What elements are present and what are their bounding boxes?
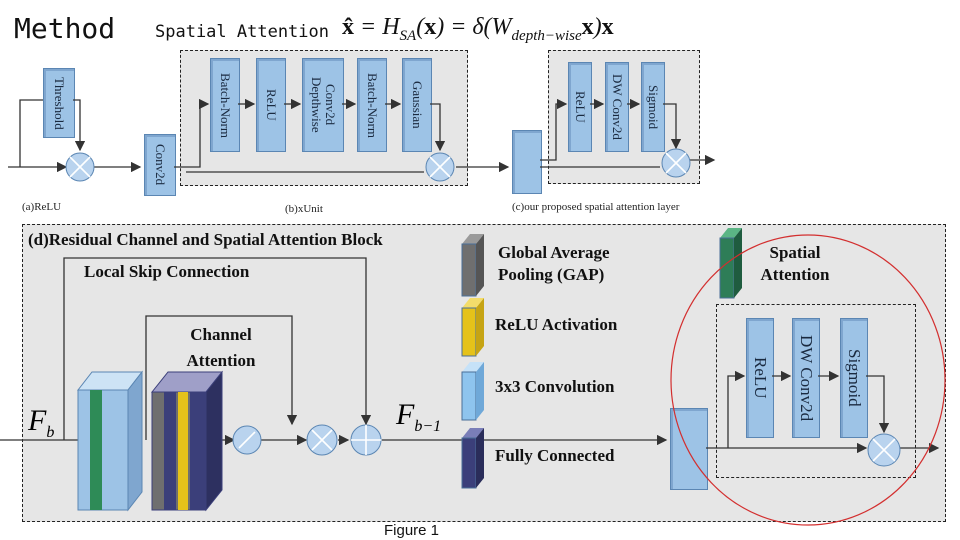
figure-caption: Figure 1: [384, 522, 440, 539]
sa-layer-caption: (c)our proposed spatial attention layer: [512, 201, 680, 213]
legend-fc-text: Fully Connected: [495, 446, 615, 465]
rcsab-title: (d)Residual Channel and Spatial Attentio…: [28, 230, 383, 249]
xunit-block-5: Gaussian: [402, 58, 432, 152]
relu-caption: (a)ReLU: [22, 201, 62, 213]
spatial-attention-formula: x̂ = HSA(x) = δ(Wdepth−wisex)x: [342, 14, 614, 44]
highlight-circle: [670, 234, 946, 526]
input-feature-label: Fb: [28, 404, 55, 441]
xunit-block-2: ReLU: [256, 58, 286, 152]
spatial-attention-heading: Spatial Attention: [155, 22, 329, 42]
xunit-block-1: Batch-Norm: [210, 58, 240, 152]
xunit-block-3: Conv2d Depthwise: [302, 58, 344, 152]
spatial-attention-inner-box: [716, 304, 916, 478]
legend-relu-text: ReLU Activation: [495, 315, 618, 334]
sa-input-block: [512, 130, 542, 194]
sa-block-dwconv: DW Conv2d: [792, 318, 820, 438]
slide-title: Method: [14, 12, 116, 45]
sa-top-block-3: Sigmoid: [641, 62, 665, 152]
sa-top-block-2: DW Conv2d: [605, 62, 629, 152]
sa-block-relu: ReLU: [746, 318, 774, 438]
sa-top-block-1: ReLU: [568, 62, 592, 152]
threshold-block: Threshold: [43, 68, 75, 138]
xunit-caption: (b)xUnit: [285, 203, 323, 215]
conv-feature-stack: [76, 370, 144, 512]
xunit-conv-block: Conv2d: [144, 134, 176, 196]
legend-swatches: [461, 228, 742, 489]
spatial-attention-legend-text: Spatial Attention: [760, 243, 830, 284]
channel-attention-label: Channel Attention: [186, 325, 256, 370]
output-feature-label: Fb−1: [396, 398, 442, 435]
channel-attention-stack: [150, 370, 224, 512]
legend-gap-text: Global Average Pooling (GAP): [498, 243, 610, 284]
legend-conv-text: 3x3 Convolution: [495, 377, 615, 396]
local-skip-label: Local Skip Connection: [84, 262, 250, 281]
xunit-block-4: Batch-Norm: [357, 58, 387, 152]
sa-block-sigmoid: Sigmoid: [840, 318, 868, 438]
